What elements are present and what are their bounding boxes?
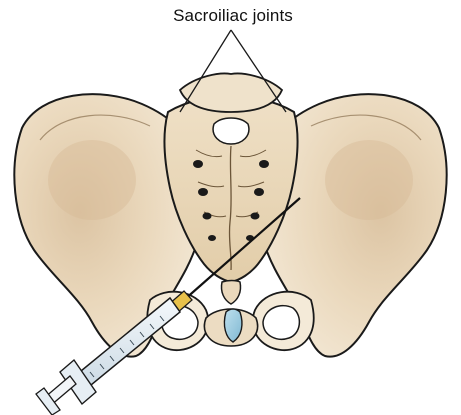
left-ilium-fossa-shading — [48, 140, 136, 220]
sacral-foramen-l3 — [203, 213, 212, 220]
right-ilium-fossa-shading — [325, 140, 413, 220]
sacral-foramen-r1 — [259, 160, 269, 168]
sacral-foramen-l2 — [198, 188, 208, 196]
lumbar-vertebra — [180, 74, 282, 112]
sacral-foramen-r2 — [254, 188, 264, 196]
sacral-canal — [213, 118, 249, 144]
sacral-foramen-l1 — [193, 160, 203, 168]
sacroiliac-joints-label: Sacroiliac joints — [148, 6, 318, 26]
right-obturator-foramen — [263, 306, 299, 340]
sacral-foramen-r3 — [251, 213, 260, 220]
sacral-foramen-l4 — [208, 235, 216, 241]
coccyx — [221, 281, 240, 305]
